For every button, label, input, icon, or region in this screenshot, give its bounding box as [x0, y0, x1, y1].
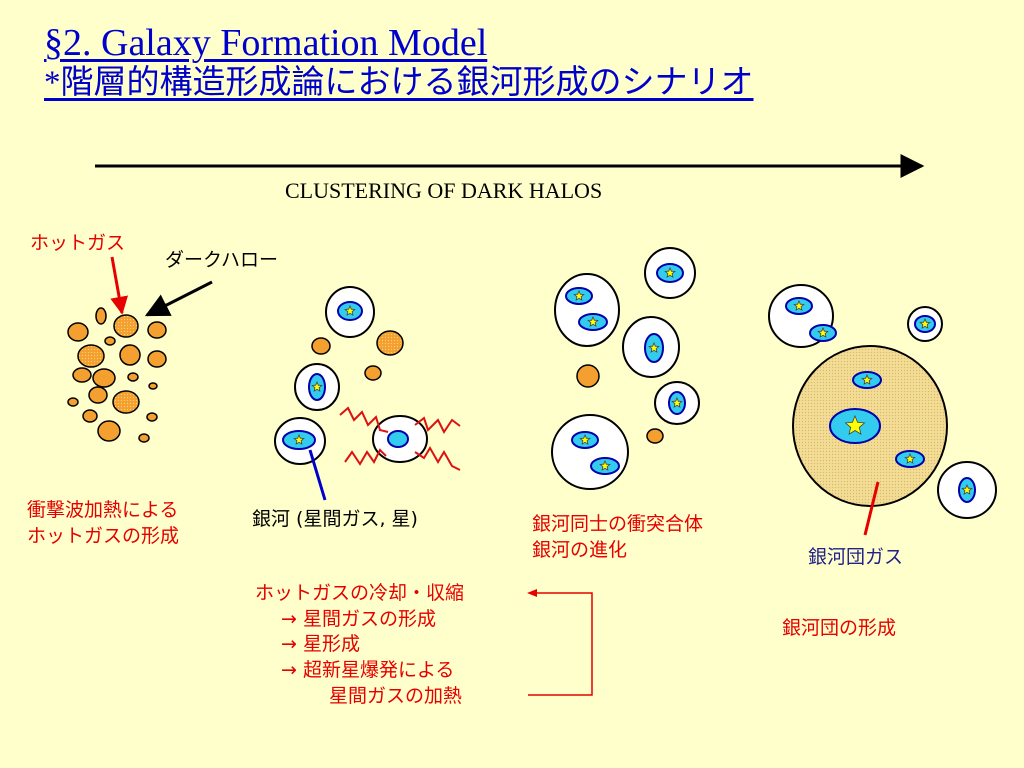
- hot-gas-blob: [576, 364, 600, 388]
- star-icon: [844, 414, 866, 435]
- hot-gas-blob: [646, 428, 664, 444]
- star-icon: [587, 315, 599, 327]
- galaxy-ellipse: [282, 430, 316, 450]
- hot-gas-blob: [127, 372, 139, 382]
- hot-gas-blob: [67, 322, 89, 342]
- galaxy-ellipse: [565, 287, 593, 305]
- star-icon: [344, 304, 356, 316]
- interstellar-gas-core: [387, 430, 409, 448]
- stage-line: 銀河団の形成: [782, 617, 897, 639]
- hot-gas-blob: [88, 386, 108, 404]
- galaxy-ellipse: [308, 373, 326, 401]
- title-line-1: §2. Galaxy Formation Model: [44, 22, 488, 64]
- stage-galaxy-merger: 銀河同士の衝突合体 銀河の進化: [532, 512, 703, 563]
- dark-halo-group: [274, 247, 997, 519]
- hot-gas-blob: [311, 337, 331, 355]
- star-icon: [961, 483, 973, 495]
- star-icon: [919, 317, 931, 329]
- star-icon: [579, 433, 591, 445]
- hot-gas-blob: [148, 382, 158, 390]
- cooling-cycle-text: ホットガスの冷却・収縮 → 星間ガスの形成 → 星形成 → 超新星爆発による 星…: [255, 581, 464, 709]
- cooling-line: → 星間ガスの形成: [281, 607, 436, 630]
- star-icon: [573, 289, 585, 301]
- star-icon: [664, 266, 676, 278]
- hot-gas-blob: [147, 321, 167, 339]
- galaxy-ellipse: [785, 297, 813, 315]
- stage-line: 銀河同士の衝突合体: [532, 513, 704, 535]
- star-icon: [793, 299, 805, 311]
- galaxy-ellipse: [571, 431, 599, 449]
- galaxy-ellipse: [829, 408, 881, 444]
- cluster-gas-label: 銀河団ガス: [808, 546, 904, 568]
- hot-gas-blob: [113, 314, 139, 338]
- hot-gas-blob: [119, 344, 141, 366]
- hot-gas-blob: [72, 367, 92, 383]
- shock-wave-line: [344, 448, 387, 466]
- hot-gas-blob: [67, 397, 79, 407]
- stage-line: ホットガスの形成: [27, 524, 180, 547]
- hot-gas-blob: [95, 307, 107, 325]
- hot-gas-blob: [147, 350, 167, 368]
- shock-wave-line: [339, 406, 389, 433]
- dark-halo-circle: [554, 273, 620, 347]
- cooling-line: → 星形成: [281, 633, 360, 656]
- hot-gas-blob: [376, 330, 404, 356]
- galaxy-ellipse: [644, 333, 664, 363]
- axis-label: CLUSTERING OF DARK HALOS: [285, 178, 603, 203]
- stage-hot-gas-formation: 衝撃波加熱による ホットガスの形成: [27, 498, 179, 549]
- hot-gas-blob: [138, 433, 150, 443]
- hot-gas-blob: [146, 412, 158, 422]
- star-icon: [671, 396, 683, 408]
- hot-gas-blob: [112, 390, 140, 414]
- galaxy-pointer: [308, 449, 327, 501]
- galaxy-ellipse: [895, 450, 925, 468]
- hot-gas-label: ホットガス: [30, 232, 126, 254]
- page-title: §2. Galaxy Formation Model *階層的構造形成論における…: [44, 22, 754, 102]
- hot-gas-blob: [104, 336, 116, 346]
- dark-halo-circle: [551, 414, 629, 490]
- galaxy-ellipse: [656, 263, 684, 283]
- star-icon: [311, 380, 323, 392]
- star-icon: [904, 452, 916, 464]
- stage-cluster-formation: 銀河団の形成: [782, 616, 896, 642]
- galaxy-label: 銀河 (星間ガス, 星): [252, 508, 418, 530]
- hot-gas-blob: [97, 420, 121, 442]
- galaxy-ellipse: [852, 371, 882, 389]
- galaxy-ellipse: [914, 315, 936, 333]
- hot-gas-blob: [82, 409, 98, 423]
- feedback-loop-bracket: [528, 592, 593, 696]
- hot-gas-blob: [77, 344, 105, 368]
- hot-gas-pointer: [110, 256, 129, 315]
- cooling-line: 星間ガスの加熱: [329, 684, 463, 707]
- galaxy-ellipse: [590, 457, 620, 475]
- star-icon: [861, 373, 873, 385]
- hot-gas-blob: [92, 368, 116, 388]
- hot-gas-blob-group: [67, 307, 664, 444]
- galaxy-ellipse: [337, 301, 363, 321]
- dark-halo-label: ダークハロー: [165, 249, 279, 271]
- galaxy-ellipse: [578, 313, 608, 331]
- hot-gas-blob: [364, 365, 382, 381]
- star-icon: [599, 459, 611, 471]
- star-icon: [648, 341, 660, 353]
- title-line-2: *階層的構造形成論における銀河形成のシナリオ: [44, 64, 754, 101]
- cluster-gas-pointer: [863, 481, 880, 536]
- star-icon: [293, 433, 305, 445]
- galaxy-ellipse: [958, 477, 976, 503]
- dark-halo-pointer: [144, 280, 213, 317]
- star-icon: [817, 326, 829, 338]
- feedback-loop-arrowhead: [527, 589, 537, 597]
- stage-line: 衝撃波加熱による: [27, 499, 179, 521]
- shock-wave-line: [414, 416, 461, 434]
- shock-wave-line: [414, 446, 461, 471]
- cooling-line: ホットガスの冷却・収縮: [255, 582, 465, 604]
- stage-line: 銀河の進化: [532, 538, 628, 561]
- galaxy-ellipse: [809, 324, 837, 342]
- galaxy-ellipse: [668, 391, 686, 415]
- cooling-line: → 超新星爆発による: [281, 658, 455, 681]
